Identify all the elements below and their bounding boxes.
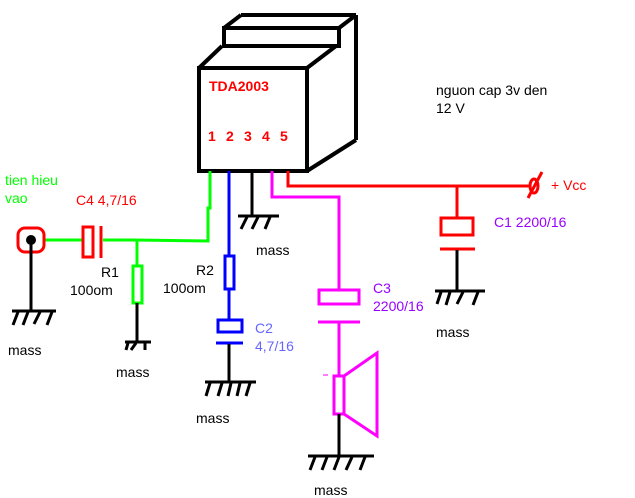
ic-pin-5: 5 — [280, 128, 288, 144]
c4-capacitor — [81, 225, 103, 259]
input-label-line2: vao — [5, 190, 28, 206]
r1-resistor — [131, 264, 144, 305]
pin4-output-net — [270, 171, 379, 439]
supply-note-line2: 12 V — [436, 100, 465, 116]
ground-label-c1: mass — [436, 324, 470, 340]
c4-label: C4 4,7/16 — [76, 192, 137, 208]
ground-symbol-speaker — [308, 414, 374, 471]
c4-plate-positive — [81, 225, 95, 259]
pin3-ground-net — [238, 171, 279, 230]
vcc-wire — [286, 171, 530, 188]
ic-edge — [197, 44, 224, 70]
supply-note-line1: nguon cap 3v den — [436, 82, 548, 98]
ic-edge — [337, 13, 358, 30]
vcc-terminal — [528, 177, 540, 195]
r1-value: 100om — [70, 282, 113, 298]
speaker-cone — [343, 350, 379, 439]
c3-plate-positive — [317, 288, 361, 306]
ic-pin-4: 4 — [262, 128, 270, 144]
pin5-vcc-net — [286, 171, 544, 251]
c1-plate-positive — [439, 216, 475, 237]
speaker-magnet — [332, 374, 346, 416]
ground-symbol-c2 — [204, 344, 256, 397]
ground-label-r1: mass — [116, 364, 150, 380]
ground-symbol-r1 — [124, 303, 151, 351]
ic-edge — [222, 13, 243, 30]
vcc-terminal-slash — [526, 171, 544, 199]
ground-label-input: mass — [8, 342, 42, 358]
input-jack — [16, 226, 46, 310]
r2-label: R2 — [196, 262, 214, 278]
c2-plate-positive — [216, 318, 244, 334]
ic-heatsink-tab — [222, 26, 341, 48]
ic-edge — [305, 44, 338, 70]
input-label-line1: tien hieu — [5, 172, 58, 188]
ic-pin-1: 1 — [208, 128, 216, 144]
c1-label: C1 2200/16 — [494, 214, 567, 230]
c3-value: 2200/16 — [373, 298, 424, 314]
c2-value: 4,7/16 — [255, 338, 294, 354]
ic-pin-2: 2 — [226, 128, 234, 144]
vcc-label: + Vcc — [551, 177, 587, 193]
pin1-wire — [103, 171, 212, 243]
r2-resistor — [223, 254, 236, 291]
r2-value: 100om — [163, 280, 206, 296]
pin4-wire — [270, 171, 341, 290]
ic-edge — [305, 138, 358, 173]
ic-pin-3: 3 — [244, 128, 252, 144]
ground-symbol-input — [11, 309, 56, 326]
ic-name-label: TDA2003 — [209, 78, 269, 94]
r1-label: R1 — [101, 264, 119, 280]
pin2-feedback-net — [216, 171, 244, 345]
ground-label-speaker: mass — [314, 482, 348, 498]
ground-label-c2: mass — [196, 410, 230, 426]
ground-symbol-c1 — [435, 250, 485, 306]
ground-label-pin3: mass — [256, 242, 290, 258]
c2-label: C2 — [255, 320, 273, 336]
c3-label: C3 — [373, 280, 391, 296]
